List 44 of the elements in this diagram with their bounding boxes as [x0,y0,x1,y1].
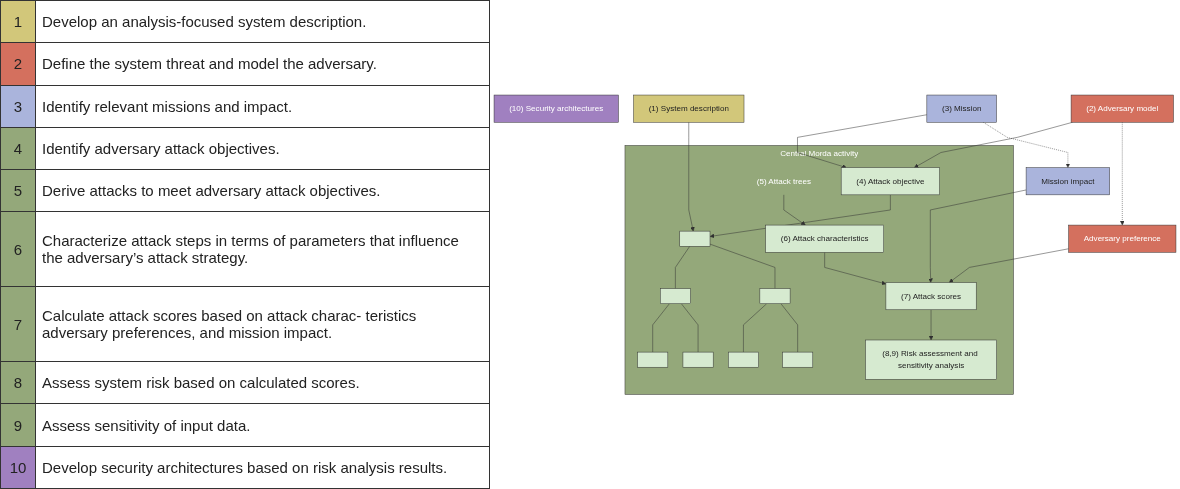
step-description: Identify adversary attack objectives. [35,127,490,170]
node-box: Mission impact [1025,167,1110,195]
connector [743,303,767,353]
connector [681,303,699,353]
node-box: (10) Security architectures [493,94,619,123]
step-description: Develop security architectures based on risk analysis results. [35,446,490,489]
step-number: 9 [0,403,36,447]
step-description: Derive attacks to meet adversary attack objectives. [35,169,490,212]
step-number: 8 [0,361,36,404]
connector [652,303,670,353]
step-description: Develop an analysis-focused system description. [35,0,490,43]
node-box [759,288,791,304]
step-number: 5 [0,169,36,212]
node-box: (8,9) Risk assessment and sensitivity analysis [865,339,997,380]
step-number: 4 [0,127,36,170]
connector [675,245,690,289]
step-number: 10 [0,446,36,489]
step-description: Identify relevant missions and impact. [35,85,490,128]
step-description: Assess system risk based on calculated scores. [35,361,490,404]
connector [780,303,798,353]
node-box: Adversary preference [1068,224,1177,253]
node-box: (2) Adversary model [1070,94,1174,123]
node-box: (4) Attack objective [840,167,940,195]
step-number: 3 [0,85,36,128]
node-box: (6) Attack characteristics [765,224,884,253]
step-description: Assess sensitivity of input data. [35,403,490,447]
node-box: (7) Attack scores [885,282,977,310]
step-number: 2 [0,42,36,86]
node-box: (3) Mission [926,94,997,123]
node-box [637,351,669,368]
connector [709,243,776,289]
node-box [682,351,714,368]
node-box [660,288,691,304]
step-description: Calculate attack scores based on attack charac- teristics adversary preferences, and mission impact. [35,286,490,362]
step-number: 6 [0,211,36,287]
node-box [782,351,814,368]
step-description: Characterize attack steps in terms of parameters that influence the adversary’s attack strategy. [35,211,490,287]
step-description: Define the system threat and model the adversary. [35,42,490,86]
node-box [728,351,759,368]
node-box [679,230,711,247]
node-text: (5) Attack trees [756,176,811,186]
step-number: 1 [0,0,36,43]
step-number: 7 [0,286,36,362]
node-box: (1) System description [633,94,745,123]
